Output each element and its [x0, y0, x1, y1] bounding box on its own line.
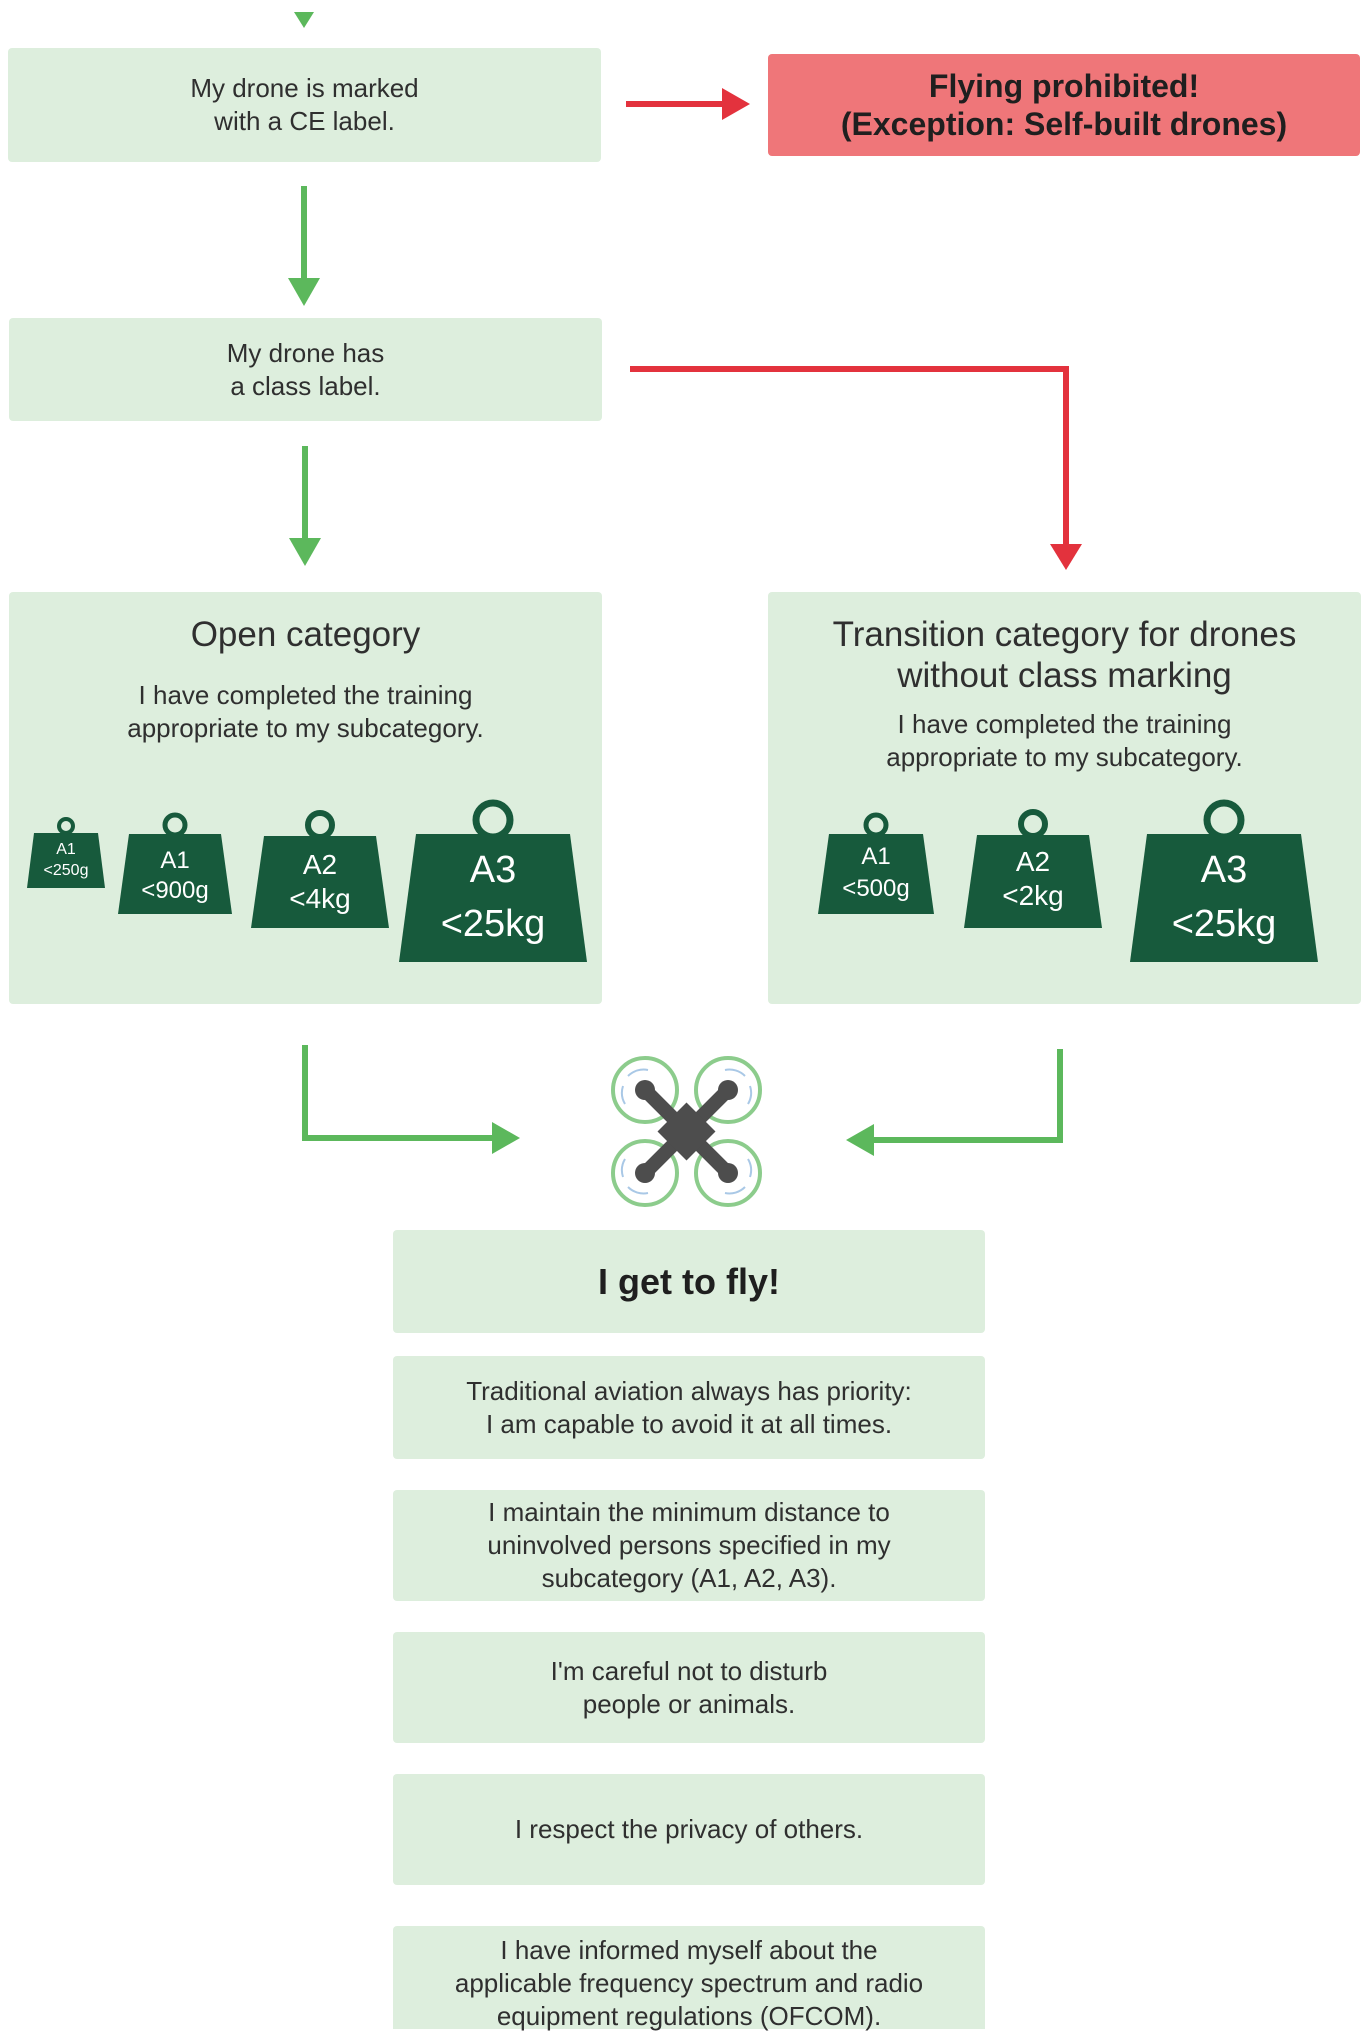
rule-2-line-2: uninvolved persons specified in my [487, 1530, 891, 1560]
weight-limit: <25kg [441, 903, 546, 945]
rule-minimum-distance: I maintain the minimum distance to uninv… [393, 1490, 985, 1601]
transition-category-desc: I have completed the training appropriat… [886, 708, 1242, 774]
prohibited-line-2: (Exception: Self-built drones) [840, 106, 1288, 142]
step-ce-label: My drone is marked with a CE label. [8, 48, 601, 162]
weight-icon-transition-a1-500g: A1 <500g [818, 812, 934, 914]
open-desc-line-2: appropriate to my subcategory. [127, 713, 484, 743]
ce-label-line-1: My drone is marked [190, 73, 419, 103]
rule-aviation-priority: Traditional aviation always has priority… [393, 1356, 985, 1459]
open-category-desc: I have completed the training appropriat… [127, 679, 483, 745]
green-arrow-ce-to-class [288, 186, 320, 306]
entry-arrowhead [294, 12, 314, 28]
rule-1-line-2: I am capable to avoid it at all times. [485, 1408, 893, 1439]
prohibited-line-1: Flying prohibited! [928, 68, 1200, 104]
weight-icon-open-a3-25kg: A3 <25kg [399, 799, 587, 962]
rule-5-line-2: applicable frequency spectrum and radio [454, 1968, 924, 1998]
weight-icon-transition-a2-2kg: A2 <2kg [964, 809, 1102, 928]
rule-2-line-1: I maintain the minimum distance to [488, 1497, 890, 1527]
rule-privacy: I respect the privacy of others. [393, 1774, 985, 1885]
result-title: I get to fly! [598, 1260, 780, 1302]
rule-not-disturb: I'm careful not to disturb people or ani… [393, 1632, 985, 1743]
weight-icon-open-a2-4kg: A2 <4kg [251, 810, 389, 928]
rule-frequency-regulations: I have informed myself about the applica… [393, 1926, 985, 2031]
weight-class: A3 [470, 849, 516, 891]
weight-class: A1 [160, 847, 189, 874]
rule-5-line-3: equipment regulations (OFCOM). [496, 2001, 882, 2031]
weight-limit: <2kg [1002, 880, 1064, 911]
weight-icon-open-a1-900g: A1 <900g [118, 812, 232, 914]
weight-limit: <4kg [289, 883, 351, 914]
weight-class: A1 [861, 843, 890, 870]
weight-class: A1 [56, 841, 76, 858]
weight-class: A3 [1201, 849, 1247, 891]
green-arrow-to-open [289, 446, 321, 566]
class-label-line-1: My drone has [226, 337, 385, 368]
transition-title-line-2: without class marking [897, 656, 1232, 695]
weight-icon-open-a1-250g: A1 <250g [27, 817, 105, 888]
result-title-box: I get to fly! [393, 1230, 985, 1333]
drone-icon [611, 1056, 762, 1207]
rule-5-line-1: I have informed myself about the [500, 1935, 878, 1965]
step-class-label: My drone has a class label. [9, 318, 602, 421]
open-category-title: Open category [190, 615, 421, 654]
green-arrow-open-to-drone [302, 1045, 520, 1154]
weight-class: A2 [1016, 846, 1050, 877]
transition-desc-line-2: appropriate to my subcategory. [886, 742, 1243, 772]
rule-4-line-1: I respect the privacy of others. [514, 1814, 864, 1844]
weight-icon-transition-a3-25kg: A3 <25kg [1130, 799, 1318, 962]
green-arrow-transition-to-drone [846, 1049, 1063, 1156]
rule-3-line-1: I'm careful not to disturb [550, 1655, 828, 1686]
alert-flying-prohibited: Flying prohibited! (Exception: Self-buil… [768, 54, 1360, 156]
weight-class: A2 [303, 849, 337, 880]
class-label-line-2: a class label. [230, 370, 381, 401]
rule-1-line-1: Traditional aviation always has priority… [466, 1375, 912, 1406]
red-arrow-prohibited [626, 88, 750, 120]
weight-limit: <900g [141, 877, 208, 904]
transition-title-line-1: Transition category for drones [832, 615, 1297, 654]
weight-limit: <250g [44, 862, 89, 879]
weight-limit: <500g [842, 875, 909, 902]
transition-category-title: Transition category for drones without c… [833, 614, 1297, 696]
transition-desc-line-1: I have completed the training [897, 709, 1232, 739]
red-arrow-to-transition [630, 366, 1082, 570]
ce-label-line-2: with a CE label. [214, 106, 395, 136]
weight-limit: <25kg [1172, 903, 1277, 945]
open-desc-line-1: I have completed the training [138, 680, 473, 710]
rule-3-line-2: people or animals. [582, 1688, 796, 1719]
rule-2-line-3: subcategory (A1, A2, A3). [541, 1563, 837, 1593]
